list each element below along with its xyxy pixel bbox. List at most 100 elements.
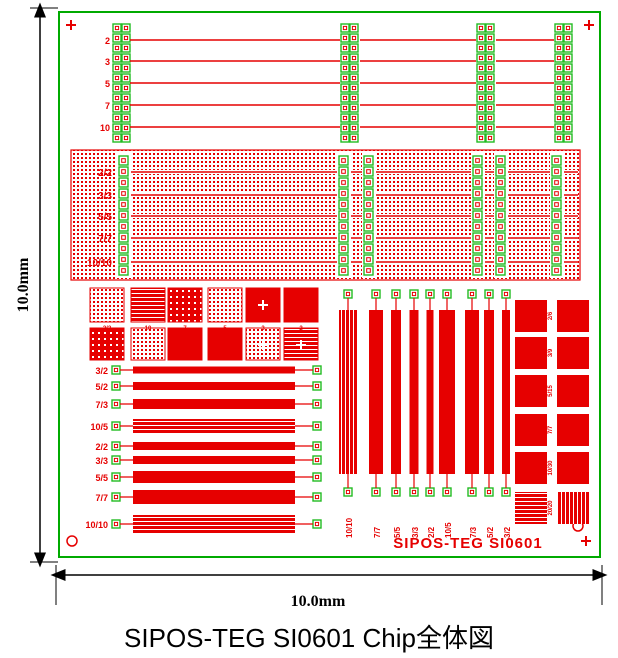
pad: [371, 487, 381, 497]
pad-via: [554, 235, 559, 240]
line-width-label: 7/7: [548, 425, 554, 434]
pad: [112, 23, 122, 33]
pad-via: [351, 125, 357, 131]
pad-via: [554, 180, 559, 185]
pad-via: [498, 224, 503, 229]
square-pad: [557, 452, 589, 484]
pad-via: [114, 25, 120, 31]
pad-via: [114, 105, 120, 111]
pad-via: [393, 291, 399, 297]
pad: [340, 53, 350, 63]
pad: [118, 188, 129, 199]
pad-via: [341, 180, 346, 185]
pad-via: [114, 55, 120, 61]
pad-via: [565, 95, 571, 101]
line-width-label: 7/7: [95, 493, 108, 503]
pad: [391, 487, 401, 497]
line-width-label: 7/7: [98, 234, 112, 245]
pad: [121, 113, 131, 123]
pad-via: [366, 191, 371, 196]
test-bar: [133, 419, 295, 433]
pad-via: [121, 235, 126, 240]
pad: [495, 210, 506, 221]
pad-via: [121, 268, 126, 273]
pad-via: [565, 75, 571, 81]
pad-via: [565, 35, 571, 41]
pad: [363, 188, 374, 199]
pad-via: [554, 268, 559, 273]
pad: [121, 133, 131, 143]
pad: [118, 199, 129, 210]
pad: [554, 113, 564, 123]
pad: [551, 221, 562, 232]
pad-via: [314, 474, 320, 480]
pad: [554, 73, 564, 83]
pad-via: [341, 246, 346, 251]
pad: [363, 232, 374, 243]
pad-via: [554, 202, 559, 207]
pad: [551, 155, 562, 166]
cross-mark: [296, 340, 306, 350]
pad: [409, 487, 419, 497]
pad-via: [342, 95, 348, 101]
pad: [340, 103, 350, 113]
pad: [476, 63, 486, 73]
pad: [476, 103, 486, 113]
pad: [111, 441, 121, 451]
pad: [495, 254, 506, 265]
pad: [312, 365, 322, 375]
pad: [563, 73, 573, 83]
pad: [554, 33, 564, 43]
pad-via: [487, 55, 493, 61]
line-width-label: 5: [223, 326, 227, 332]
line-width-label: 7: [105, 101, 110, 111]
pad-via: [475, 235, 480, 240]
pad-via: [113, 521, 119, 527]
pad-via: [351, 55, 357, 61]
pad-via: [351, 105, 357, 111]
pad-via: [487, 45, 493, 51]
test-bar: [133, 442, 295, 450]
pad-via: [487, 25, 493, 31]
pad-via: [366, 224, 371, 229]
pad: [121, 53, 131, 63]
test-column: [439, 310, 455, 474]
pad-via: [554, 213, 559, 218]
pad-via: [351, 135, 357, 141]
pad-via: [366, 257, 371, 262]
pad-via: [314, 367, 320, 373]
pad-via: [121, 169, 126, 174]
pad: [551, 188, 562, 199]
pad-via: [123, 65, 129, 71]
line-width-label: 10/5: [90, 422, 108, 432]
pad-via: [351, 65, 357, 71]
pad: [121, 33, 131, 43]
pad: [485, 63, 495, 73]
square-pad: [515, 452, 547, 484]
pad-via: [556, 65, 562, 71]
pad: [118, 177, 129, 188]
pad-via: [498, 191, 503, 196]
pad: [472, 265, 483, 276]
section-d-bars: 3/25/27/310/52/23/35/57/710/10: [85, 365, 322, 533]
pad: [312, 399, 322, 409]
pad-via: [341, 257, 346, 262]
pad: [340, 33, 350, 43]
pad-via: [556, 25, 562, 31]
line-width-label: 10/10: [85, 520, 108, 530]
pad: [554, 133, 564, 143]
pad-via: [342, 115, 348, 121]
pad-via: [341, 268, 346, 273]
pad-via: [487, 75, 493, 81]
pad: [476, 33, 486, 43]
pad-via: [487, 65, 493, 71]
pad: [338, 199, 349, 210]
pad: [563, 53, 573, 63]
pad-via: [351, 45, 357, 51]
pad: [563, 43, 573, 53]
pad-via: [427, 291, 433, 297]
pad: [349, 113, 359, 123]
pad: [495, 155, 506, 166]
pad: [442, 487, 452, 497]
